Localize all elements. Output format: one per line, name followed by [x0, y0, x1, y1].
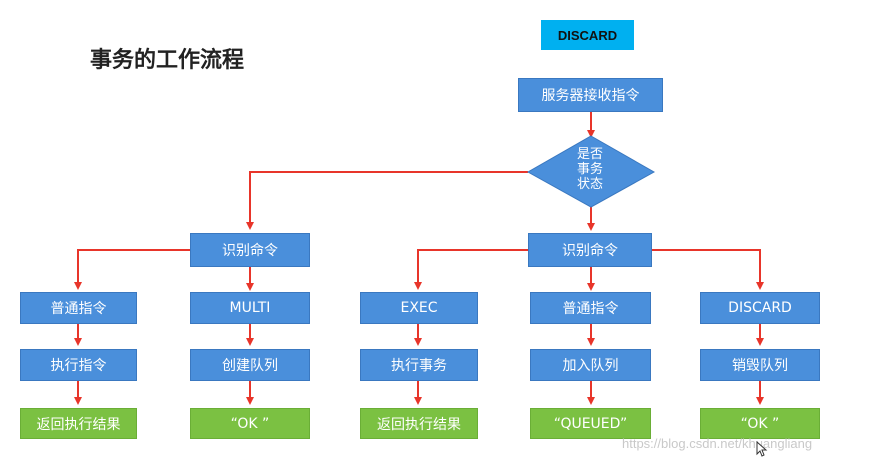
arrow-identify-right-to-col3	[414, 249, 528, 290]
decision-diamond	[526, 135, 656, 208]
watermark-text: https://blog.csdn.net/khuangliang	[622, 436, 813, 451]
mouse-cursor-icon	[756, 441, 768, 457]
node-identify-command-right: 识别命令	[528, 233, 652, 267]
arrow-identify-left-to-col1	[74, 249, 190, 290]
node-return-result-1: 返回执行结果	[20, 408, 137, 439]
node-receive-command: 服务器接收指令	[518, 78, 663, 112]
arrow-decision-to-identify-left	[246, 171, 528, 230]
node-destroy-queue: 销毁队列	[700, 349, 820, 381]
node-identify-command-left: 识别命令	[190, 233, 310, 267]
node-join-queue: 加入队列	[530, 349, 651, 381]
discard-badge: DISCARD	[541, 20, 634, 50]
node-execute-transaction: 执行事务	[360, 349, 478, 381]
node-multi: MULTI	[190, 292, 310, 324]
node-create-queue: 创建队列	[190, 349, 310, 381]
node-exec: EXEC	[360, 292, 478, 324]
decision-label: 是否 事务 状态	[576, 147, 603, 192]
node-ok-2: “OK ”	[700, 408, 820, 439]
node-execute-command: 执行指令	[20, 349, 137, 381]
node-discard: DISCARD	[700, 292, 820, 324]
node-normal-command-1: 普通指令	[20, 292, 137, 324]
node-ok-1: “OK ”	[190, 408, 310, 439]
node-normal-command-2: 普通指令	[530, 292, 651, 324]
node-return-result-2: 返回执行结果	[360, 408, 478, 439]
node-queued: “QUEUED”	[530, 408, 651, 439]
arrow-identify-right-to-col5	[652, 249, 764, 290]
page-title: 事务的工作流程	[90, 48, 245, 73]
